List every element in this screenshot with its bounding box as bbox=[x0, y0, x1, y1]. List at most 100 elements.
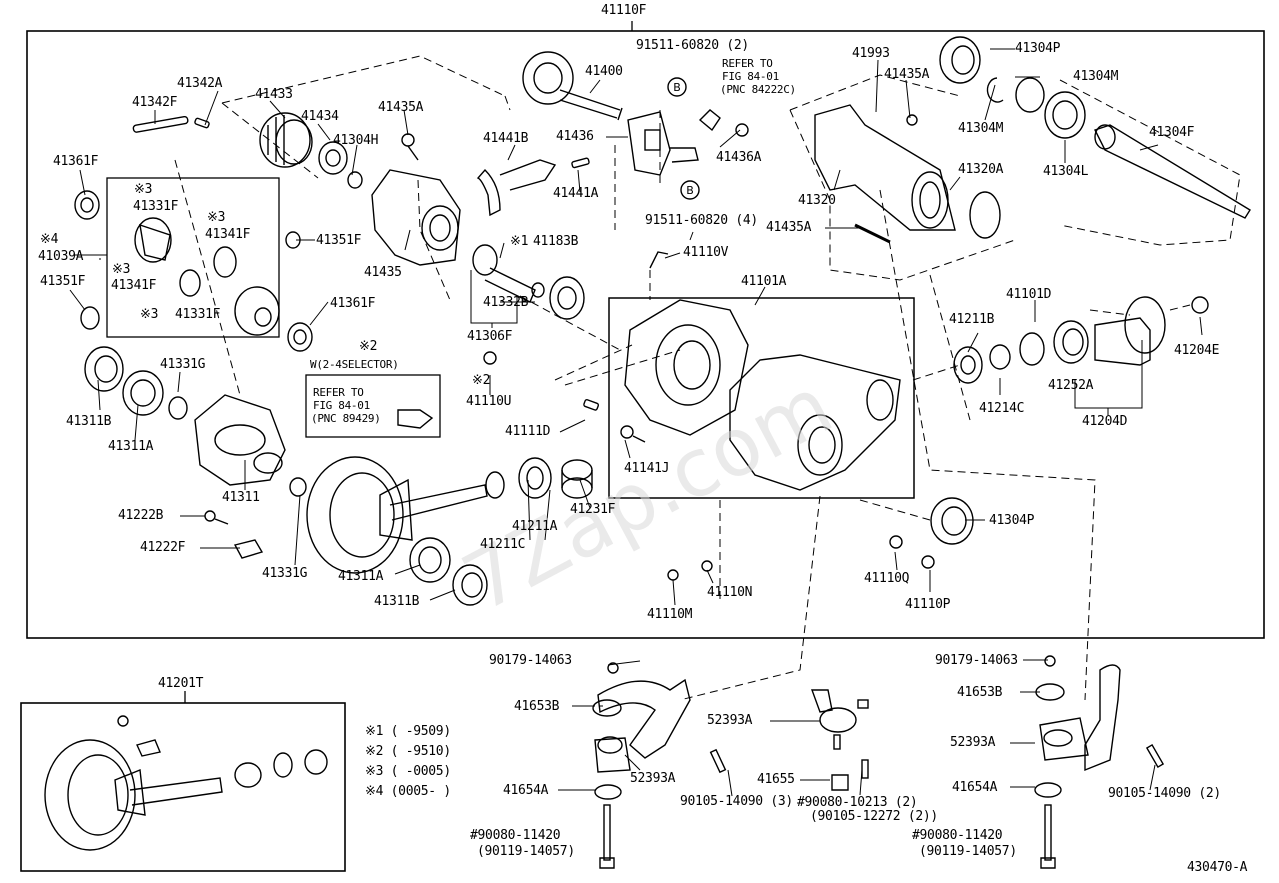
part-41311A-2[interactable]: 41311A bbox=[338, 569, 384, 584]
refer-1-line-2: FIG 84-01 bbox=[722, 70, 779, 83]
part-41331G-1[interactable]: 41331G bbox=[160, 357, 206, 372]
selector-note: ※2 bbox=[359, 339, 378, 354]
part-41110M[interactable]: 41110M bbox=[647, 607, 693, 622]
part-90080-b[interactable]: #90080-10213 (2) bbox=[797, 795, 918, 810]
part-90119-a[interactable]: (90119-14057) bbox=[477, 844, 575, 859]
part-41110U[interactable]: 41110U bbox=[466, 394, 512, 409]
part-41351F-2[interactable]: 41351F bbox=[316, 233, 362, 248]
part-41222B[interactable]: 41222B bbox=[118, 508, 164, 523]
refer-1-line-1: REFER TO bbox=[722, 57, 773, 70]
part-41304P-1[interactable]: 41304P bbox=[1015, 41, 1061, 56]
part-41654A-a[interactable]: 41654A bbox=[503, 783, 549, 798]
part-41436[interactable]: 41436 bbox=[556, 129, 594, 144]
part-41304P-2[interactable]: 41304P bbox=[989, 513, 1035, 528]
part-41341F-2[interactable]: 41341F bbox=[111, 278, 157, 293]
part-41101A[interactable]: 41101A bbox=[741, 274, 787, 289]
part-41211B[interactable]: 41211B bbox=[949, 312, 995, 327]
part-41441B[interactable]: 41441B bbox=[483, 131, 529, 146]
part-90080-a[interactable]: #90080-11420 bbox=[470, 828, 561, 843]
part-41361F-2[interactable]: 41361F bbox=[330, 296, 376, 311]
part-41341F-1[interactable]: 41341F bbox=[205, 227, 251, 242]
part-41211C[interactable]: 41211C bbox=[480, 537, 526, 552]
part-41201T[interactable]: 41201T bbox=[158, 676, 204, 691]
note-2-arrow: ※2 bbox=[472, 373, 491, 388]
main-frame bbox=[26, 30, 1265, 639]
part-41320[interactable]: 41320 bbox=[798, 193, 836, 208]
part-41441A[interactable]: 41441A bbox=[553, 186, 599, 201]
callout-b-shape-2: B bbox=[686, 184, 694, 197]
part-41435A-1[interactable]: 41435A bbox=[378, 100, 424, 115]
part-41311B-2[interactable]: 41311B bbox=[374, 594, 420, 609]
part-41993[interactable]: 41993 bbox=[852, 46, 890, 61]
part-41320A[interactable]: 41320A bbox=[958, 162, 1004, 177]
part-41214C[interactable]: 41214C bbox=[979, 401, 1025, 416]
part-90105-c[interactable]: 90105-14090 (2) bbox=[1108, 786, 1221, 801]
part-41110P[interactable]: 41110P bbox=[905, 597, 951, 612]
refer-2-line-2: FIG 84-01 bbox=[313, 399, 370, 412]
part-41304M-1[interactable]: 41304M bbox=[1073, 69, 1119, 84]
part-41311A-1[interactable]: 41311A bbox=[108, 439, 154, 454]
part-41304M-2[interactable]: 41304M bbox=[958, 121, 1004, 136]
part-41311B-1[interactable]: 41311B bbox=[66, 414, 112, 429]
part-90105-a[interactable]: 90105-14090 (3) bbox=[680, 794, 793, 809]
part-90105-b[interactable]: (90105-12272 (2)) bbox=[810, 809, 938, 824]
part-41183B[interactable]: 41183B bbox=[533, 234, 579, 249]
part-41351F-1[interactable]: 41351F bbox=[40, 274, 86, 289]
part-52393A-b[interactable]: 52393A bbox=[707, 713, 753, 728]
part-41653B-a[interactable]: 41653B bbox=[514, 699, 560, 714]
part-41331G-2[interactable]: 41331G bbox=[262, 566, 308, 581]
part-41306F[interactable]: 41306F bbox=[467, 329, 513, 344]
part-90119-b[interactable]: (90119-14057) bbox=[919, 844, 1017, 859]
part-41101D[interactable]: 41101D bbox=[1006, 287, 1052, 302]
ref-code: 430470-A bbox=[1187, 860, 1248, 875]
part-41435[interactable]: 41435 bbox=[364, 265, 402, 280]
part-41204E[interactable]: 41204E bbox=[1174, 343, 1220, 358]
selector-frame bbox=[305, 374, 441, 438]
part-41204D[interactable]: 41204D bbox=[1082, 414, 1128, 429]
part-41110Q[interactable]: 41110Q bbox=[864, 571, 910, 586]
note-3-d: ※3 bbox=[140, 307, 159, 322]
part-41400[interactable]: 41400 bbox=[585, 64, 623, 79]
part-41361F-1[interactable]: 41361F bbox=[53, 154, 99, 169]
part-41222F[interactable]: 41222F bbox=[140, 540, 186, 555]
part-52393A-a[interactable]: 52393A bbox=[630, 771, 676, 786]
part-41436A[interactable]: 41436A bbox=[716, 150, 762, 165]
part-41231F[interactable]: 41231F bbox=[570, 502, 616, 517]
part-41332B[interactable]: 41332B bbox=[483, 295, 529, 310]
part-41655[interactable]: 41655 bbox=[757, 772, 795, 787]
part-41654A-b[interactable]: 41654A bbox=[952, 780, 998, 795]
part-41311[interactable]: 41311 bbox=[222, 490, 260, 505]
part-90179-b[interactable]: 90179-14063 bbox=[935, 653, 1018, 668]
part-41211A[interactable]: 41211A bbox=[512, 519, 558, 534]
part-41304F[interactable]: 41304F bbox=[1149, 125, 1195, 140]
note-1-range: ※1 ( -9509) bbox=[365, 724, 451, 739]
part-41110N[interactable]: 41110N bbox=[707, 585, 753, 600]
diff-subframe bbox=[106, 177, 280, 338]
part-41111D[interactable]: 41111D bbox=[505, 424, 551, 439]
part-41342A[interactable]: 41342A bbox=[177, 76, 223, 91]
part-41435A-3[interactable]: 41435A bbox=[766, 220, 812, 235]
part-91511-b[interactable]: 91511-60820 (4) bbox=[645, 213, 758, 228]
part-90080-c[interactable]: #90080-11420 bbox=[912, 828, 1003, 843]
part-41304L[interactable]: 41304L bbox=[1043, 164, 1089, 179]
dashed-guides bbox=[174, 55, 1241, 701]
part-41435A-2[interactable]: 41435A bbox=[884, 67, 930, 82]
part-41141J[interactable]: 41141J bbox=[624, 461, 670, 476]
part-41653B-b[interactable]: 41653B bbox=[957, 685, 1003, 700]
refer-2-line-3: (PNC 89429) bbox=[311, 412, 381, 425]
part-41331F-2[interactable]: 41331F bbox=[175, 307, 221, 322]
part-90179-a[interactable]: 90179-14063 bbox=[489, 653, 572, 668]
note-3-a: ※3 bbox=[134, 182, 153, 197]
part-41433[interactable]: 41433 bbox=[255, 87, 293, 102]
part-41304H[interactable]: 41304H bbox=[333, 133, 379, 148]
part-41110V[interactable]: 41110V bbox=[683, 245, 729, 260]
callout-b-shape-1: B bbox=[673, 81, 681, 94]
part-52393A-c[interactable]: 52393A bbox=[950, 735, 996, 750]
part-41039A[interactable]: 41039A bbox=[38, 249, 84, 264]
part-41331F-1[interactable]: 41331F bbox=[133, 199, 179, 214]
part-91511-a[interactable]: 91511-60820 (2) bbox=[636, 38, 749, 53]
part-41342F[interactable]: 41342F bbox=[132, 95, 178, 110]
part-41252A[interactable]: 41252A bbox=[1048, 378, 1094, 393]
part-41434[interactable]: 41434 bbox=[301, 109, 339, 124]
